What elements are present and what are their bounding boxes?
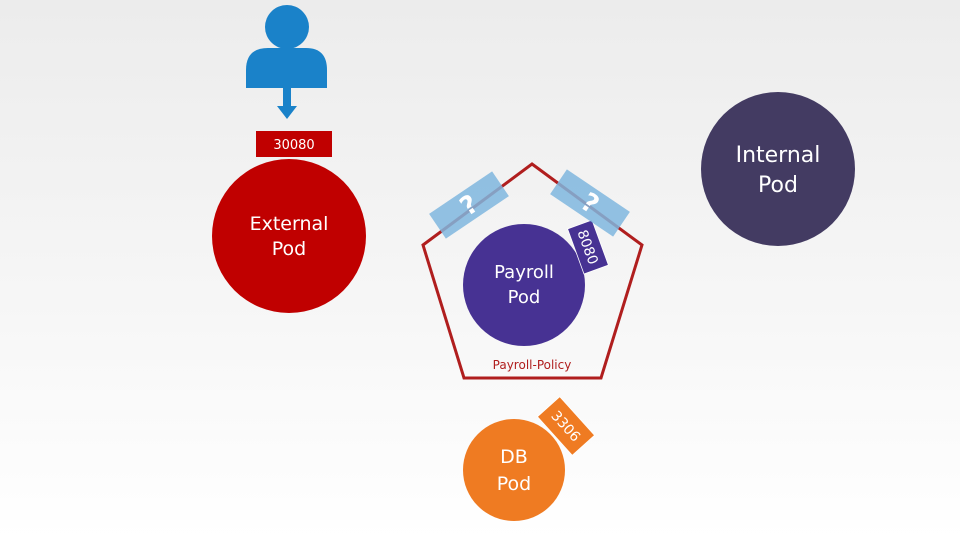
payroll-pod: Payroll Pod: [463, 224, 585, 346]
payroll-policy-label: Payroll-Policy: [493, 358, 572, 372]
payroll-pod-port-tag: 8080: [567, 219, 609, 275]
internal-pod-label-line1: Internal: [736, 143, 821, 168]
arrow-down-icon: [277, 88, 297, 119]
db-pod-label-line2: Pod: [497, 473, 531, 495]
db-pod: DB Pod: [463, 419, 565, 521]
user-icon: [246, 5, 327, 88]
external-pod-label-line1: External: [250, 213, 329, 235]
db-pod-label-line1: DB: [500, 446, 528, 468]
external-pod: External Pod: [212, 159, 366, 313]
payroll-pod-label-line1: Payroll: [494, 262, 554, 283]
external-pod-label-line2: Pod: [272, 238, 306, 260]
external-pod-port-tag: 30080: [256, 131, 332, 157]
payroll-pod-label-line2: Pod: [508, 287, 541, 308]
external-pod-port: 30080: [273, 138, 314, 153]
ingress-question-tag: ?: [429, 171, 509, 239]
internal-pod-label-line2: Pod: [758, 173, 798, 198]
internal-pod: Internal Pod: [701, 92, 855, 246]
egress-question-tag: ?: [550, 169, 630, 237]
